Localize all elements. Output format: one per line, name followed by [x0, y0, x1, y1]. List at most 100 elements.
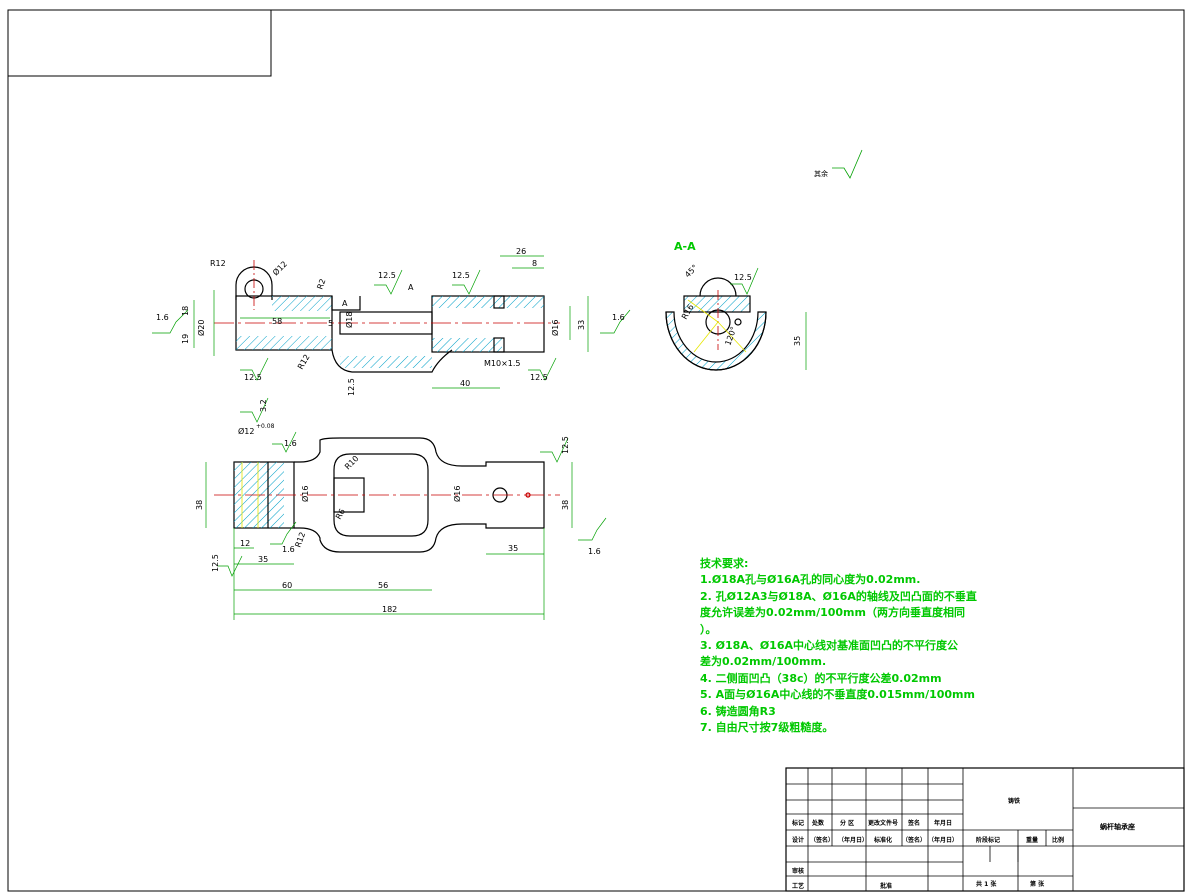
dim-text-56: 56: [378, 581, 388, 590]
dim-text-r2: R2: [315, 278, 327, 291]
dim-text-1-6b: 1.6: [612, 313, 625, 322]
tb-material: 铸铁: [1008, 798, 1021, 805]
front-right-hole-2: [493, 337, 505, 353]
view-label-a-a: A-A: [674, 240, 696, 253]
dim-text-r6: R6: [334, 507, 347, 521]
dim-text-8: 8: [532, 259, 537, 268]
tb-sheet: 第 张: [1030, 881, 1045, 888]
dim-text-38b: 38: [561, 500, 570, 510]
rough-sym-left: [152, 309, 189, 334]
tech-line-4: ）。: [700, 622, 717, 636]
tech-heading: 技术要求:: [700, 557, 749, 570]
section-angle-line3: [693, 321, 719, 353]
tb-approve: 批准: [880, 883, 893, 890]
dim-text-35b: 35: [508, 544, 518, 553]
section-view: [665, 267, 807, 371]
top-inner-window: [333, 453, 429, 537]
front-left-hatch-bottom: [236, 336, 332, 350]
tech-line-1: 1.Ø18A孔与Ø16A孔的同心度为0.02mm.: [700, 573, 921, 587]
tb-sign-name2: （签名）: [902, 837, 927, 844]
tb-weight: 重量: [1026, 837, 1039, 844]
tb-review: 审核: [792, 868, 805, 875]
rough-sym-top-3-2: [240, 397, 269, 423]
dim-text-35c: 35: [793, 336, 802, 346]
front-lower-hatch: [340, 356, 432, 368]
dim-text-a: A: [408, 283, 414, 292]
tb-date: 年月日: [934, 820, 953, 827]
front-lower-link: [331, 349, 453, 373]
section-top-block: [683, 295, 751, 313]
tb-sign: 签名: [908, 820, 921, 827]
dim-text-r10: R10: [343, 454, 361, 472]
tb-doc: 更改文件号: [868, 820, 899, 827]
front-right-hatch-top: [432, 296, 544, 308]
tb-part-name: 蜗杆轴承座: [1100, 823, 1135, 831]
tech-line-8: 5. A面与Ø16A中心线的不垂直度0.015mm/100mm: [700, 688, 975, 702]
surface-note-text: 其余: [814, 169, 828, 178]
top-view: [205, 397, 607, 620]
outer-border: [7, 9, 1185, 892]
front-right-hatch-bottom: [432, 338, 502, 352]
tb-standard: 标准化: [874, 837, 893, 844]
dim-text-12-5b: 12.5: [452, 271, 470, 280]
dim-text-r12b: R12: [296, 353, 312, 371]
dim-text-12-5a: 12.5: [378, 271, 396, 280]
section-mark-a: A: [342, 299, 348, 308]
dim-text-phi16a: Ø16: [300, 486, 310, 502]
tb-design: 设计: [792, 837, 805, 844]
front-right-hole: [493, 295, 505, 309]
tb-zone: 分 区: [840, 820, 855, 827]
tech-line-10: 7. 自由尺寸按7级粗糙度。: [700, 721, 834, 735]
front-upper-link: [331, 296, 361, 311]
tb-process: 工艺: [792, 883, 805, 890]
dim-text-12-5g: 12.5: [211, 554, 220, 572]
rough-sym-top2: [452, 269, 481, 295]
tech-line-2: 2. 孔Ø12A3与Ø18A、Ø16A的轴线及凹凸面的不垂直: [700, 589, 977, 603]
rough-sym-bot1: [240, 357, 269, 381]
tb-sign-date: （年月日）: [838, 837, 869, 844]
dim-text-26: 26: [516, 247, 526, 256]
rough-sym-bot2: [528, 357, 557, 381]
tech-line-6: 差为0.02mm/100mm.: [700, 655, 827, 669]
dim-text-phi16b: Ø16: [452, 486, 462, 502]
section-angle-line2: [717, 321, 747, 353]
tb-sign-name: （签名）: [810, 837, 835, 844]
front-left-hatch-top: [272, 296, 332, 311]
dim-text-r12: R12: [210, 259, 226, 268]
dim-text-phi12-top: Ø12: [238, 426, 254, 436]
dim-text-1-6a: 1.6: [156, 313, 169, 322]
dim-text-12-5h: 12.5: [734, 273, 752, 282]
rough-sym-bot-12-5: [218, 555, 243, 577]
dim-text-38a: 38: [195, 500, 204, 510]
tech-line-5: 3. Ø18A、Ø16A中心线对基准面凹凸的不平行度公: [700, 639, 959, 653]
title-block-grid: [785, 767, 1185, 892]
dim-text-19: 19: [181, 334, 190, 344]
dim-text-12-5e: 12.5: [347, 378, 356, 396]
dim-text-phi12: Ø12: [270, 259, 289, 278]
dim-text-182: 182: [382, 605, 397, 614]
section-boss: [699, 277, 737, 297]
tb-mark: 标记: [792, 820, 805, 827]
rough-sym-section: [730, 267, 759, 295]
dim-text-58: 58: [272, 317, 282, 326]
dim-text-r12c: R12: [293, 531, 307, 549]
dim-text-1-6c: 1.6: [284, 439, 297, 448]
dim-text-33: 33: [577, 320, 586, 330]
dim-text-3-2: 3.2: [259, 399, 268, 412]
section-hole-small: [734, 318, 742, 326]
dim-text-1-6d: 1.6: [282, 545, 295, 554]
corner-box: [7, 9, 272, 77]
tb-total: 共 1 张: [976, 881, 997, 888]
rough-sym-right: [600, 309, 631, 334]
tech-line-9: 6. 铸造圆角R3: [700, 704, 776, 718]
dim-text-12: 12: [240, 539, 250, 548]
dim-text-12-5d: 12.5: [530, 373, 548, 382]
technical-requirements: 技术要求: 1.Ø18A孔与Ø16A孔的同心度为0.02mm. 2. 孔Ø12A…: [700, 556, 990, 736]
dim-text-35a: 35: [258, 555, 268, 564]
dim-text-60: 60: [282, 581, 292, 590]
surface-note-symbol: [832, 149, 863, 179]
dim-text-5: 5: [328, 319, 333, 328]
surface-finish-note: 其余: [814, 149, 863, 179]
dim-text-m10: M10×1.5: [484, 359, 521, 368]
